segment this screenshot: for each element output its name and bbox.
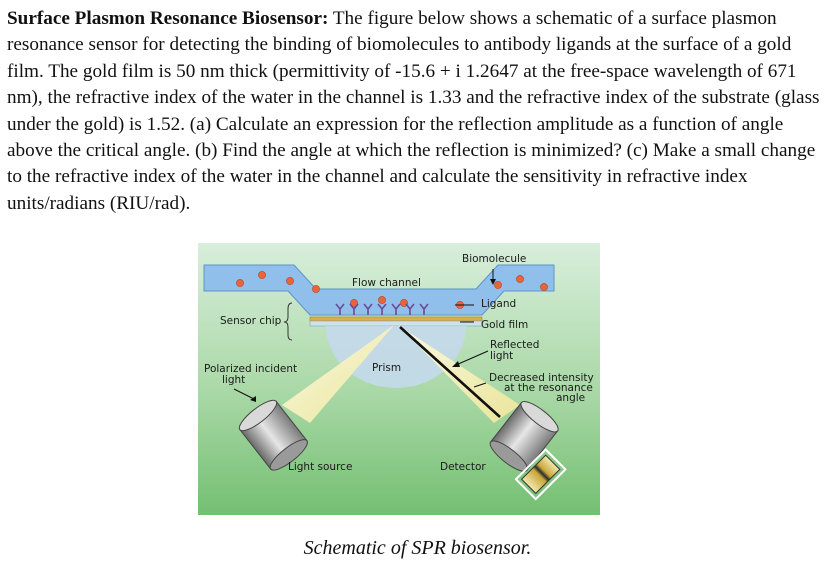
problem-statement: Surface Plasmon Resonance Biosensor: The…: [7, 6, 831, 217]
problem-body: The figure below shows a schematic of a …: [7, 8, 820, 214]
incident-beam: [282, 325, 394, 423]
label-decreased-line3: angle: [556, 392, 585, 404]
prism: [326, 326, 466, 388]
light-source: [238, 399, 308, 471]
label-reflected-line1: Reflected: [490, 339, 539, 351]
spr-figure: Biomolecule Flow channel Ligand Sensor c…: [198, 243, 600, 515]
label-detector: Detector: [440, 461, 486, 473]
problem-title: Surface Plasmon Resonance Biosensor:: [7, 8, 329, 29]
label-decreased-line1: Decreased intensity: [489, 372, 594, 384]
label-sensor-chip: Sensor chip: [220, 315, 282, 327]
biomolecules: [236, 271, 548, 309]
detector-strip: [514, 448, 567, 501]
label-flow-channel: Flow channel: [352, 277, 421, 289]
label-polarized-line1: Polarized incident: [204, 363, 297, 375]
resonance-dark-line: [399, 326, 501, 418]
gold-film: [309, 316, 483, 322]
glass-substrate: [309, 320, 483, 327]
label-ligand: Ligand: [481, 298, 516, 310]
label-prism: Prism: [372, 362, 401, 374]
sensor-chip-brace: [283, 302, 293, 341]
label-reflected-line2: light: [490, 350, 513, 362]
figure-caption: Schematic of SPR biosensor.: [303, 537, 532, 559]
label-decreased-line2: at the resonance: [504, 382, 593, 394]
ligands: [335, 303, 429, 315]
label-gold-film: Gold film: [481, 319, 528, 331]
reflected-beam: [398, 325, 520, 423]
label-biomolecule: Biomolecule: [462, 253, 526, 265]
pointer-lines: [233, 269, 496, 402]
label-polarized-line2: light: [222, 374, 245, 386]
detector: [489, 401, 559, 472]
spr-schematic: Biomolecule Flow channel Ligand Sensor c…: [198, 243, 600, 515]
label-light-source: Light source: [288, 461, 352, 473]
